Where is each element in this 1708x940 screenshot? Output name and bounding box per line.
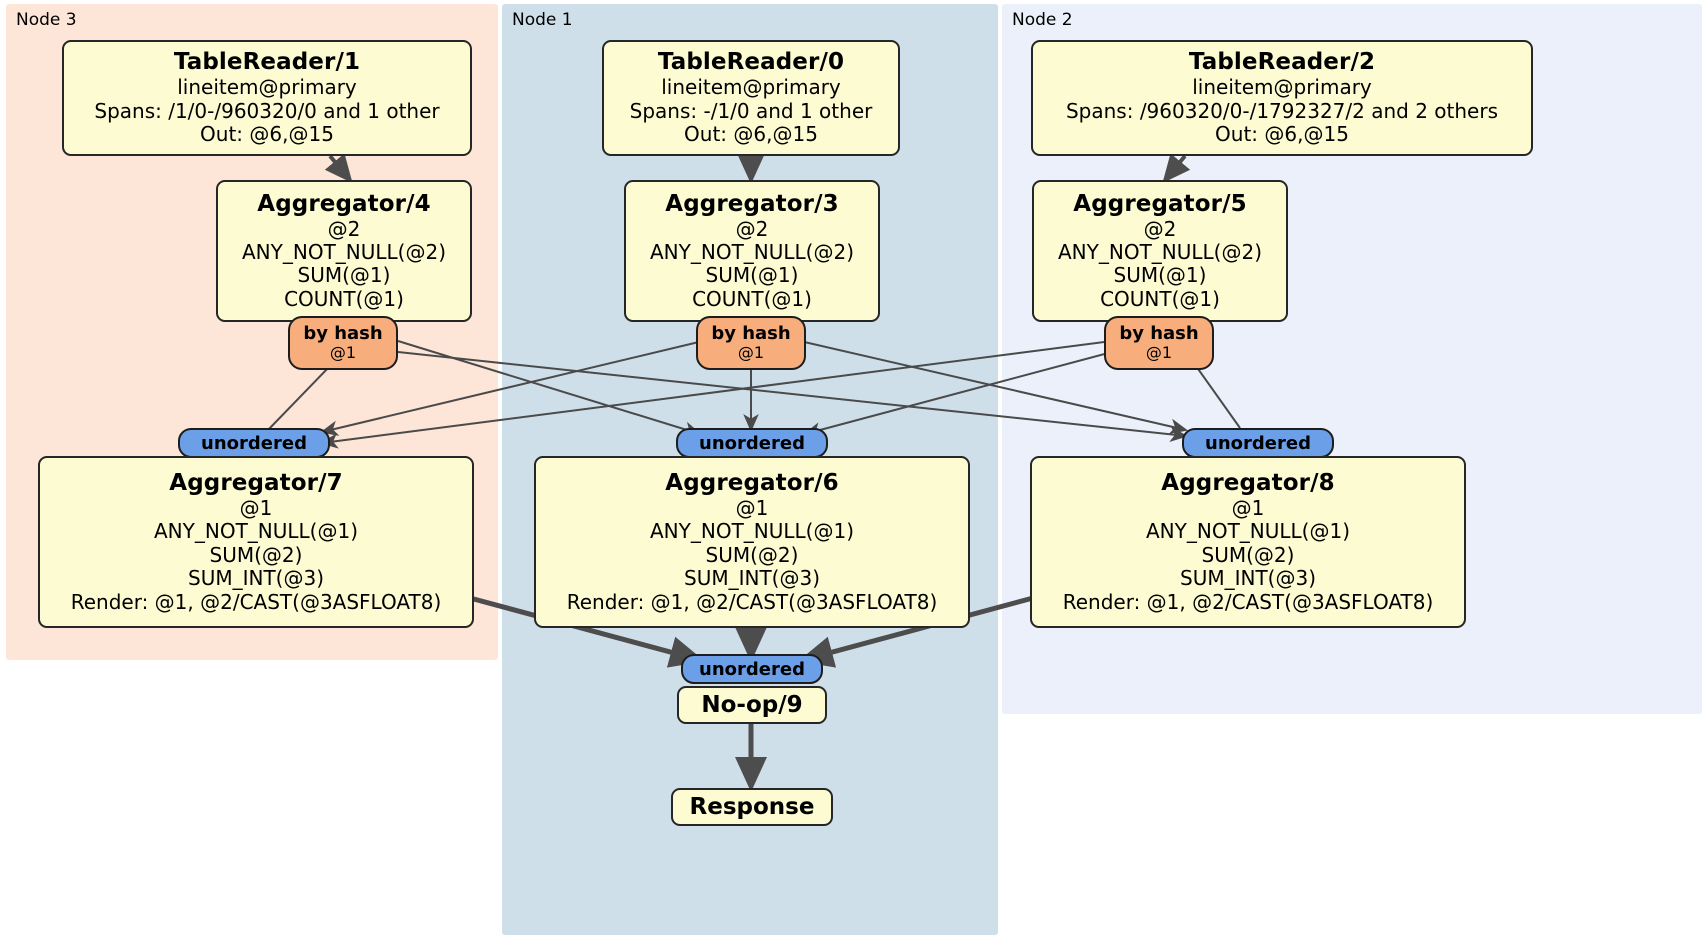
processor-line: @1 bbox=[239, 495, 273, 520]
router-type: by hash bbox=[1119, 323, 1199, 345]
processor-aggregator-6[interactable]: Aggregator/6 @1 ANY_NOT_NULL(@1) SUM(@2)… bbox=[534, 456, 970, 628]
processor-title: Aggregator/3 bbox=[665, 190, 839, 217]
processor-line: SUM_INT(@3) bbox=[684, 566, 820, 591]
processor-line: SUM(@2) bbox=[705, 542, 799, 567]
processor-line: COUNT(@1) bbox=[692, 286, 812, 311]
processor-table-reader-1[interactable]: TableReader/1 lineitem@primary Spans: /1… bbox=[62, 40, 472, 156]
router-by-hash-node3[interactable]: by hash @1 bbox=[288, 316, 398, 370]
processor-title: Aggregator/6 bbox=[665, 470, 839, 497]
processor-line: ANY_NOT_NULL(@2) bbox=[242, 240, 446, 265]
synchronizer-label: unordered bbox=[201, 432, 307, 454]
processor-line: ANY_NOT_NULL(@1) bbox=[1146, 519, 1350, 544]
processor-line: @2 bbox=[1143, 216, 1177, 241]
processor-noop-9[interactable]: No-op/9 bbox=[677, 686, 827, 724]
processor-line: ANY_NOT_NULL(@2) bbox=[650, 240, 854, 265]
synchronizer-unordered-node3[interactable]: unordered bbox=[178, 428, 330, 458]
node-panel-label: Node 2 bbox=[1012, 10, 1073, 30]
processor-line: ANY_NOT_NULL(@1) bbox=[650, 519, 854, 544]
processor-line: lineitem@primary bbox=[1192, 75, 1372, 100]
processor-line: ANY_NOT_NULL(@1) bbox=[154, 519, 358, 544]
processor-line: Spans: /960320/0-/1792327/2 and 2 others bbox=[1065, 98, 1498, 123]
processor-line: SUM(@1) bbox=[1113, 263, 1207, 288]
processor-title: No-op/9 bbox=[701, 692, 803, 718]
processor-line: @2 bbox=[327, 216, 361, 241]
processor-title: TableReader/1 bbox=[173, 49, 361, 76]
processor-title: Aggregator/7 bbox=[169, 470, 343, 497]
router-column: @1 bbox=[737, 343, 765, 363]
processor-line: lineitem@primary bbox=[661, 75, 841, 100]
processor-line: COUNT(@1) bbox=[284, 286, 404, 311]
processor-aggregator-8[interactable]: Aggregator/8 @1 ANY_NOT_NULL(@1) SUM(@2)… bbox=[1030, 456, 1466, 628]
synchronizer-label: unordered bbox=[699, 432, 805, 454]
processor-aggregator-5[interactable]: Aggregator/5 @2 ANY_NOT_NULL(@2) SUM(@1)… bbox=[1032, 180, 1288, 322]
processor-line: COUNT(@1) bbox=[1100, 286, 1220, 311]
processor-line: SUM(@1) bbox=[705, 263, 799, 288]
processor-title: TableReader/2 bbox=[1188, 49, 1376, 76]
processor-line: SUM_INT(@3) bbox=[1180, 566, 1316, 591]
synchronizer-unordered-node1[interactable]: unordered bbox=[676, 428, 828, 458]
processor-line: SUM_INT(@3) bbox=[188, 566, 324, 591]
processor-title: Aggregator/5 bbox=[1073, 190, 1247, 217]
processor-table-reader-2[interactable]: TableReader/2 lineitem@primary Spans: /9… bbox=[1031, 40, 1533, 156]
processor-line: lineitem@primary bbox=[177, 75, 357, 100]
router-type: by hash bbox=[711, 323, 791, 345]
processor-line: Out: @6,@15 bbox=[200, 122, 334, 147]
processor-line: SUM(@2) bbox=[1201, 542, 1295, 567]
node-panel-label: Node 3 bbox=[16, 10, 77, 30]
processor-line: Spans: -/1/0 and 1 other bbox=[629, 98, 873, 123]
synchronizer-unordered-final[interactable]: unordered bbox=[681, 654, 823, 684]
router-column: @1 bbox=[329, 343, 357, 363]
processor-line: @1 bbox=[735, 495, 769, 520]
processor-line: Render: @1, @2/CAST(@3ASFLOAT8) bbox=[70, 589, 442, 614]
processor-line: @2 bbox=[735, 216, 769, 241]
synchronizer-unordered-node2[interactable]: unordered bbox=[1182, 428, 1334, 458]
synchronizer-label: unordered bbox=[699, 658, 805, 680]
synchronizer-label: unordered bbox=[1205, 432, 1311, 454]
processor-line: Render: @1, @2/CAST(@3ASFLOAT8) bbox=[566, 589, 938, 614]
processor-line: SUM(@1) bbox=[297, 263, 391, 288]
node-panel-label: Node 1 bbox=[512, 10, 573, 30]
processor-line: ANY_NOT_NULL(@2) bbox=[1058, 240, 1262, 265]
router-by-hash-node1[interactable]: by hash @1 bbox=[696, 316, 806, 370]
processor-line: Out: @6,@15 bbox=[1215, 122, 1349, 147]
router-type: by hash bbox=[303, 323, 383, 345]
processor-title: Aggregator/8 bbox=[1161, 470, 1335, 497]
processor-line: Spans: /1/0-/960320/0 and 1 other bbox=[94, 98, 440, 123]
processor-title: Response bbox=[689, 794, 815, 820]
processor-line: Out: @6,@15 bbox=[684, 122, 818, 147]
processor-line: Render: @1, @2/CAST(@3ASFLOAT8) bbox=[1062, 589, 1434, 614]
router-column: @1 bbox=[1145, 343, 1173, 363]
processor-line: @1 bbox=[1231, 495, 1265, 520]
processor-aggregator-7[interactable]: Aggregator/7 @1 ANY_NOT_NULL(@1) SUM(@2)… bbox=[38, 456, 474, 628]
processor-title: TableReader/0 bbox=[657, 49, 845, 76]
processor-table-reader-0[interactable]: TableReader/0 lineitem@primary Spans: -/… bbox=[602, 40, 900, 156]
processor-aggregator-4[interactable]: Aggregator/4 @2 ANY_NOT_NULL(@2) SUM(@1)… bbox=[216, 180, 472, 322]
processor-response[interactable]: Response bbox=[671, 788, 833, 826]
processor-line: SUM(@2) bbox=[209, 542, 303, 567]
router-by-hash-node2[interactable]: by hash @1 bbox=[1104, 316, 1214, 370]
processor-title: Aggregator/4 bbox=[257, 190, 431, 217]
processor-aggregator-3[interactable]: Aggregator/3 @2 ANY_NOT_NULL(@2) SUM(@1)… bbox=[624, 180, 880, 322]
